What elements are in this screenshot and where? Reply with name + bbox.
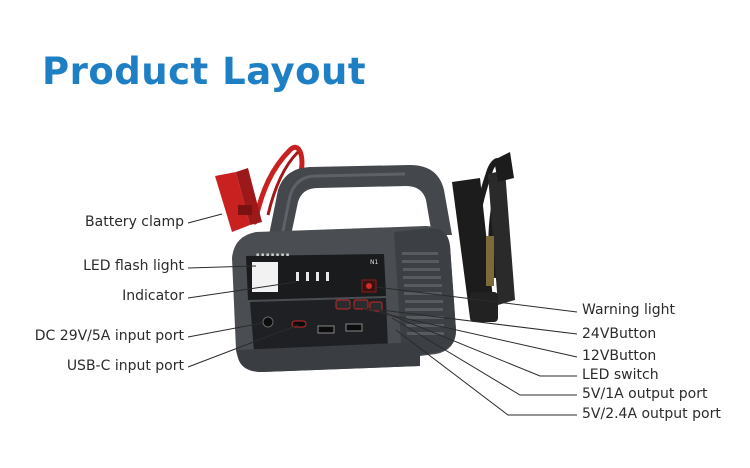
carry-handle [268, 165, 452, 240]
label-led-switch: LED switch [582, 367, 659, 383]
label-5v-2-4a-output-port: 5V/2.4A output port [582, 406, 721, 422]
label-24v-button: 24VButton [582, 326, 657, 342]
control-panel [250, 298, 388, 352]
label-dc-input-port: DC 29V/5A input port [34, 328, 184, 344]
model-badge: N1 [370, 259, 378, 266]
label-led-flash-light: LED flash light [83, 258, 184, 274]
label-5v-1a-output-port: 5V/1A output port [582, 386, 708, 402]
dc-input-port[interactable] [262, 316, 274, 328]
svg-text:▪ ▪ ▪ ▪ ▪ ▪ ▪: ▪ ▪ ▪ ▪ ▪ ▪ ▪ [256, 252, 289, 258]
label-12v-button: 12VButton [582, 348, 657, 364]
5v-1a-output-port[interactable] [317, 325, 335, 334]
label-usb-c-input-port: USB-C input port [66, 358, 184, 374]
leader-lines [187, 213, 578, 416]
page-title: Product Layout [42, 50, 367, 93]
device-body: ▪ ▪ ▪ ▪ ▪ ▪ ▪ N1 [232, 226, 456, 372]
24v-button[interactable] [335, 299, 351, 310]
red-battery-clamp [215, 168, 262, 232]
label-battery-clamp: Battery clamp [85, 214, 184, 230]
side-grille [402, 252, 444, 335]
black-battery-clamp [452, 152, 515, 322]
indicator-leds [296, 272, 329, 281]
5v-2-4a-output-port[interactable] [345, 323, 363, 332]
label-warning-light: Warning light [582, 302, 676, 318]
label-indicator: Indicator [122, 288, 184, 304]
